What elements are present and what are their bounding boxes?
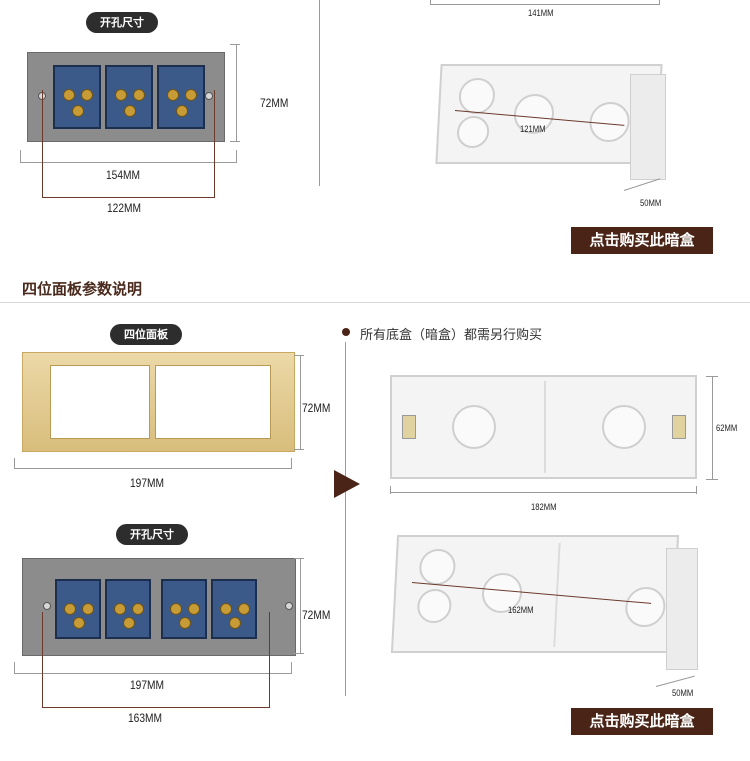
dimension-line [230,141,240,142]
dimension-line [236,44,237,142]
dimension-line [294,355,304,356]
three-gang-box-image [435,64,663,164]
socket-module [161,579,207,639]
bullet-icon [342,328,350,336]
dimension-line [230,44,240,45]
section-divider [0,302,750,303]
dimension-line [14,468,292,469]
four-module-panel-image [22,558,296,656]
cutout-size-pill-2: 开孔尺寸 [116,524,188,545]
width-dimension-label: 154MM [106,168,141,182]
buy-box-button-2[interactable]: 点击购买此暗盒 [571,708,713,735]
section-title: 四位面板参数说明 [22,280,143,298]
knockout-icon [416,589,453,623]
four-gang-box-front-image [390,375,697,479]
dimension-line [291,662,292,674]
height-dimension-label-2: 72MM [302,608,331,622]
dimension-line [14,673,292,674]
arrow-right-icon [334,470,360,498]
dimension-line [14,458,15,469]
top-width-dimension-label: 141MM [528,8,554,18]
panel-height-label: 72MM [302,401,331,415]
socket-module [157,65,205,129]
three-module-panel-image [27,52,225,142]
hole-dimension-line [214,90,215,198]
dimension-line [712,376,713,480]
dimension-line [294,653,304,654]
dimension-line [696,486,697,494]
mounting-ear [402,415,416,439]
hole-dimension-line [42,707,270,708]
knockout-icon [452,405,496,449]
knockout-icon [624,587,667,627]
box-width-label: 182MM [531,502,557,512]
note-text: 所有底盒（暗盒）都需另行购买 [360,328,543,343]
socket-module [53,65,101,129]
dimension-line [390,492,697,493]
inner-dimension-label: 121MM [520,124,546,134]
four-gang-box-perspective-image [390,535,680,653]
panel-width-label: 197MM [130,476,165,490]
hole-dimension-line [42,197,215,198]
box-side-face [630,74,666,180]
dimension-line [300,355,301,450]
hole-dimension-label: 122MM [107,201,142,215]
dimension-line [14,662,15,674]
knockout-icon [602,405,646,449]
screw-icon [205,92,213,100]
buy-box-button[interactable]: 点击购买此暗盒 [571,227,713,254]
screw-icon [285,602,293,610]
knockout-icon [418,549,457,585]
socket-module [105,65,153,129]
dimension-line [300,558,301,654]
cutout-size-pill: 开孔尺寸 [86,12,158,33]
hole-dimension-label-2: 163MM [128,711,163,725]
depth-dimension-label: 50MM [640,198,662,208]
dimension-line [655,675,695,687]
dimension-line [706,479,718,480]
inner-dimension-label-2: 162MM [508,605,534,615]
socket-module [105,579,151,639]
box-side-face [666,548,698,670]
knockout-icon [458,78,496,114]
vertical-divider [319,0,320,186]
four-gang-panel-pill: 四位面板 [110,324,182,345]
dimension-line [430,0,431,5]
width-dimension-label-2: 197MM [130,678,165,692]
dimension-line [294,558,304,559]
socket-module [211,579,257,639]
screw-icon [43,602,51,610]
dimension-line [236,150,237,163]
mounting-ear [672,415,686,439]
dimension-line [294,449,304,450]
panel-opening [155,365,271,439]
dimension-line [20,150,21,163]
socket-module [55,579,101,639]
dimension-line [659,0,660,5]
vertical-divider-2 [345,342,346,696]
height-dimension-label: 72MM [260,96,289,110]
knockout-icon [456,116,490,148]
box-height-label: 62MM [716,423,738,433]
box-center-divider [544,381,546,473]
hole-dimension-line [269,612,270,708]
gold-four-gang-panel-image [22,352,295,452]
depth-dimension-label-2: 50MM [672,688,694,698]
dimension-line [623,178,661,191]
hole-dimension-line [42,90,43,198]
dimension-line [706,376,718,377]
dimension-line [430,4,660,5]
dimension-line [390,486,391,494]
dimension-line [20,162,237,163]
hole-dimension-line [42,612,43,708]
panel-opening [50,365,150,439]
dimension-line [291,458,292,469]
